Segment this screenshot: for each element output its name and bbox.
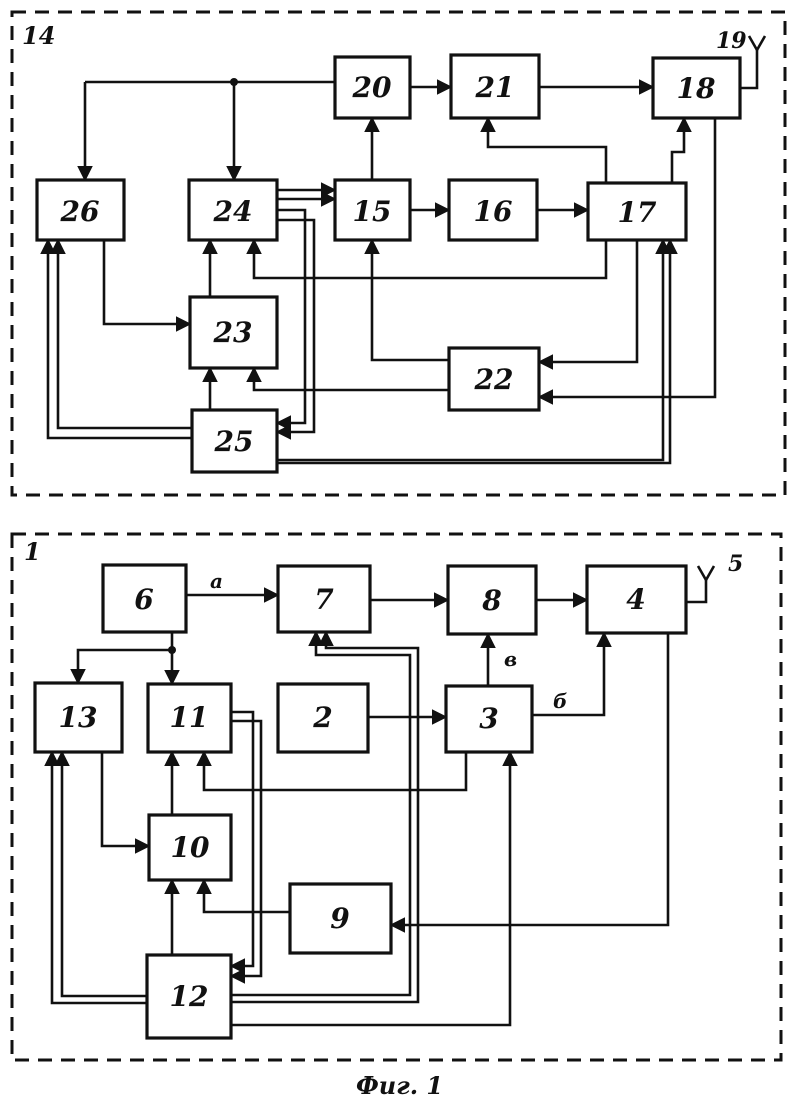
block-25-label: 25 [214, 425, 254, 458]
block-9: 9 [290, 884, 391, 953]
bus-junction-dot [230, 78, 238, 86]
wire-26-to-23 [104, 240, 190, 324]
block-6-label: 6 [134, 583, 153, 616]
antenna-19-icon [749, 36, 765, 50]
antenna-19-label: 19 [716, 28, 747, 54]
block-3: 3 [446, 686, 532, 752]
wire-3-to-11 [204, 752, 466, 790]
figure-caption: Фиг. 1 [356, 1071, 443, 1100]
block-16: 16 [449, 180, 537, 240]
block-17-label: 17 [618, 196, 657, 229]
block-21: 21 [451, 55, 539, 118]
upper-device: 14 [12, 12, 785, 495]
antenna-5-icon [698, 566, 714, 580]
block-11: 11 [148, 684, 231, 752]
block-12-label: 12 [170, 980, 209, 1013]
block-4-label: 4 [626, 583, 645, 616]
block-26: 26 [37, 180, 124, 240]
wire-18-to-22 [539, 118, 715, 397]
wire-3-to-4 [532, 633, 604, 715]
antenna-5-label: 5 [728, 551, 743, 577]
block-8: 8 [448, 566, 536, 634]
block-7-label: 7 [314, 583, 334, 616]
antenna-19-feed [740, 50, 757, 88]
block-21-label: 21 [475, 71, 515, 104]
block-17: 17 [588, 183, 686, 240]
block-22: 22 [449, 348, 539, 410]
wire-11-to-12-a [231, 712, 253, 966]
block-13-label: 13 [59, 701, 98, 734]
block-22-label: 22 [474, 363, 514, 396]
block-18: 18 [653, 58, 740, 118]
block-20-label: 20 [352, 71, 392, 104]
block-13: 13 [35, 683, 122, 752]
block-11-label: 11 [170, 701, 209, 734]
block-2-label: 2 [312, 701, 332, 734]
wire-22-to-23 [254, 368, 449, 390]
block-24-label: 24 [213, 195, 253, 228]
lower-device: 1 [12, 534, 781, 1060]
block-7: 7 [278, 566, 370, 632]
block-23: 23 [190, 297, 277, 368]
wire-25-to-26-b [48, 240, 192, 438]
block-16-label: 16 [474, 195, 513, 228]
antenna-5-feed [686, 580, 706, 602]
wire-25-to-26-a [58, 240, 192, 428]
wire-17-to-24 [254, 240, 606, 278]
block-15-label: 15 [353, 195, 392, 228]
block-10-label: 10 [171, 831, 210, 864]
block-23-label: 23 [213, 316, 253, 349]
block-6: 6 [103, 565, 186, 632]
lower-device-label: 1 [24, 537, 41, 566]
wire-24-to-25-b [277, 220, 314, 432]
wire-17-to-21 [488, 118, 606, 183]
wire-22-to-15 [372, 240, 449, 360]
wire-6-to-13 [78, 650, 172, 683]
block-8-label: 8 [481, 584, 501, 617]
block-18-label: 18 [677, 72, 716, 105]
signal-label-a: а [210, 569, 223, 593]
upper-device-label: 14 [22, 21, 55, 50]
signal-label-b: б [553, 689, 567, 713]
block-24: 24 [189, 180, 277, 240]
block-26-label: 26 [60, 195, 100, 228]
wire-4-to-9 [391, 633, 668, 925]
signal-label-v: в [504, 647, 517, 671]
block-10: 10 [149, 815, 231, 880]
wire-12-to-13-a [62, 752, 147, 996]
block-20: 20 [335, 57, 410, 118]
block-3-label: 3 [479, 702, 498, 735]
wire-11-to-12-b [231, 721, 261, 976]
wire-13-to-10 [102, 752, 149, 846]
block-25: 25 [192, 410, 277, 472]
block-12: 12 [147, 955, 231, 1038]
wire-9-to-10 [204, 880, 290, 912]
block-15: 15 [335, 180, 410, 240]
wire-17-to-22 [539, 240, 637, 362]
wire-17-to-18 [672, 118, 684, 183]
block-9-label: 9 [330, 902, 349, 935]
block-2: 2 [278, 684, 368, 752]
block-4: 4 [587, 566, 686, 633]
wire-12-to-13-b [52, 752, 147, 1003]
